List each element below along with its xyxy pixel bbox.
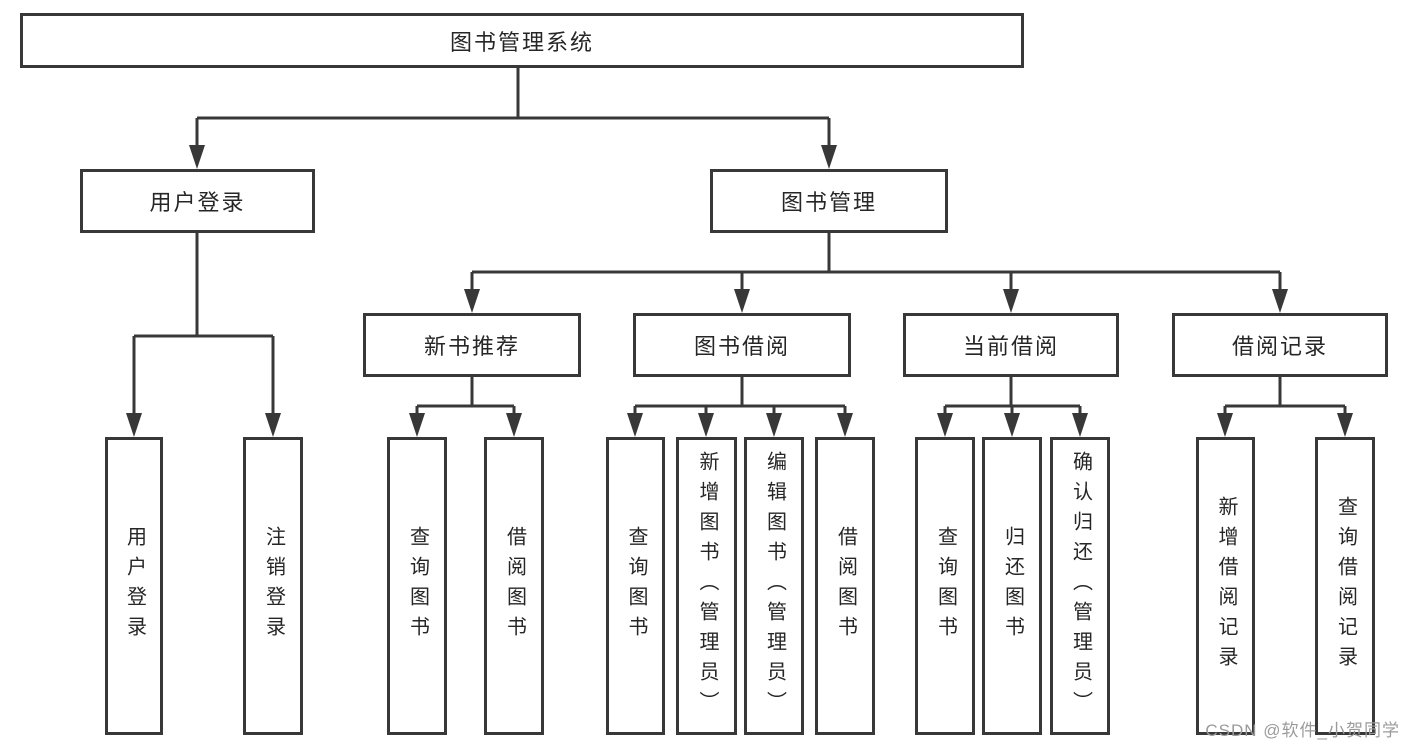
connector-line bbox=[633, 377, 847, 418]
node-current-borrow: 当前借阅 bbox=[903, 313, 1119, 377]
node-leaf-confirm-return-admin: 确认归还（管理员） bbox=[1050, 437, 1110, 735]
arrow-down-icon bbox=[1072, 413, 1088, 437]
node-root-label: 图书管理系统 bbox=[449, 29, 594, 55]
connector-line bbox=[415, 377, 516, 418]
node-root: 图书管理系统 bbox=[20, 13, 1024, 68]
connector-line bbox=[470, 233, 1282, 294]
connector-line bbox=[1223, 377, 1347, 418]
node-label: 图书借阅 bbox=[693, 334, 790, 359]
node-label: 图书管理 bbox=[780, 190, 877, 215]
node-leaf-add-books-admin: 新增图书（管理员） bbox=[676, 437, 737, 735]
node-user-login: 用户登录 bbox=[80, 169, 315, 233]
watermark: CSDN @软件_小贺同学 bbox=[1205, 721, 1400, 740]
node-book-management: 图书管理 bbox=[710, 169, 948, 233]
arrow-down-icon bbox=[766, 413, 782, 437]
node-label: 归还图书 bbox=[1001, 526, 1024, 646]
node-label: 新增图书（管理员） bbox=[696, 451, 718, 721]
node-leaf-edit-books-admin: 编辑图书（管理员） bbox=[744, 437, 804, 735]
arrow-down-icon bbox=[1217, 413, 1233, 437]
node-label: 借阅记录 bbox=[1231, 334, 1328, 359]
arrow-down-icon bbox=[409, 413, 425, 437]
node-label: 新增借阅记录 bbox=[1215, 496, 1237, 676]
node-leaf-add-borrow-record: 新增借阅记录 bbox=[1196, 437, 1255, 735]
node-leaf-user-login: 用户登录 bbox=[105, 437, 163, 735]
arrow-down-icon bbox=[734, 289, 750, 313]
connector-user-login-children bbox=[126, 233, 281, 437]
node-label: 查询借阅记录 bbox=[1334, 496, 1357, 676]
node-leaf-borrow-books: 借阅图书 bbox=[484, 437, 544, 735]
node-borrow-records: 借阅记录 bbox=[1172, 313, 1388, 377]
node-leaf-query-books: 查询图书 bbox=[387, 437, 447, 735]
node-label: 查询图书 bbox=[625, 526, 647, 646]
node-label: 编辑图书（管理员） bbox=[763, 451, 786, 721]
arrow-down-icon bbox=[1003, 289, 1019, 313]
connector-borrow-children bbox=[627, 377, 853, 437]
connector-book-management-to-level3 bbox=[464, 233, 1288, 313]
node-label: 用户登录 bbox=[123, 526, 146, 646]
connector-line bbox=[195, 68, 831, 150]
node-label: 新书推荐 bbox=[423, 334, 520, 359]
arrow-down-icon bbox=[821, 145, 837, 169]
node-leaf-query-books: 查询图书 bbox=[915, 437, 975, 735]
node-label: 查询图书 bbox=[406, 526, 429, 646]
arrow-down-icon bbox=[627, 413, 643, 437]
connector-current-children bbox=[937, 377, 1088, 437]
arrow-down-icon bbox=[464, 289, 480, 313]
arrow-down-icon bbox=[1337, 413, 1353, 437]
node-label: 确认归还（管理员） bbox=[1069, 451, 1092, 721]
node-label: 注销登录 bbox=[262, 526, 285, 646]
node-label: 当前借阅 bbox=[962, 334, 1059, 359]
arrow-down-icon bbox=[937, 413, 953, 437]
node-label: 借阅图书 bbox=[503, 526, 526, 646]
node-leaf-query-borrow-record: 查询借阅记录 bbox=[1315, 437, 1375, 735]
node-label: 查询图书 bbox=[934, 526, 957, 646]
node-leaf-logout: 注销登录 bbox=[243, 437, 303, 735]
node-leaf-query-books: 查询图书 bbox=[606, 437, 665, 735]
node-new-book-recommend: 新书推荐 bbox=[363, 313, 581, 377]
arrow-down-icon bbox=[506, 413, 522, 437]
arrow-down-icon bbox=[698, 413, 714, 437]
connector-line bbox=[132, 233, 275, 418]
arrow-down-icon bbox=[1004, 413, 1020, 437]
node-leaf-return-books: 归还图书 bbox=[982, 437, 1042, 735]
arrow-down-icon bbox=[1272, 289, 1288, 313]
node-book-borrow: 图书借阅 bbox=[633, 313, 851, 377]
connector-line bbox=[943, 377, 1082, 418]
arrow-down-icon bbox=[265, 413, 281, 437]
arrow-down-icon bbox=[837, 413, 853, 437]
node-leaf-borrow-books: 借阅图书 bbox=[815, 437, 875, 735]
connector-records-children bbox=[1217, 377, 1353, 437]
connector-root-to-level2 bbox=[189, 68, 837, 169]
node-label: 用户登录 bbox=[149, 190, 246, 215]
arrow-down-icon bbox=[189, 145, 205, 169]
arrow-down-icon bbox=[126, 413, 142, 437]
connector-recommend-children bbox=[409, 377, 522, 437]
node-label: 借阅图书 bbox=[834, 526, 857, 646]
